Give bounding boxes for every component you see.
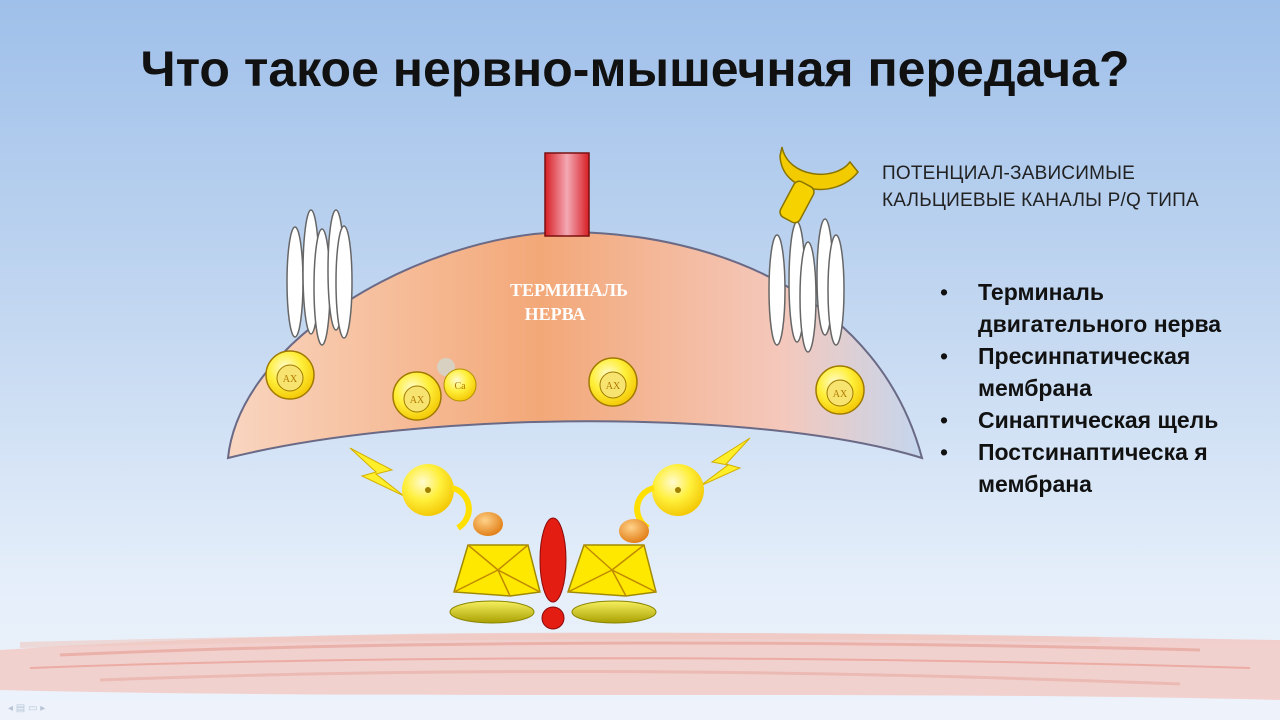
muscle-fiber-band [0,632,1280,700]
ach-vesicle: АХ [815,365,865,415]
ach-receptor-left [449,544,541,624]
calcium-channel-callout: ПОТЕНЦИАЛ-ЗАВИСИМЫЕ КАЛЬЦИЕВЫЕ КАНАЛЫ P/… [882,160,1262,214]
postsynaptic-red-channel [539,517,567,630]
orange-molecule [473,512,503,536]
right-ion-channel [768,218,845,353]
bullet-item: Синаптическая щель [940,404,1260,436]
slide-title: Что такое нервно-мышечная передача? [140,41,1130,97]
left-ion-channel [286,209,353,346]
bullet-list: Терминаль двигательного нерва Пресинпати… [940,276,1260,500]
ach-molecule-left [402,464,472,531]
calcium-ion: Ca [437,358,477,402]
bullet-item: Пресинпатическая мембрана [940,340,1260,404]
bullet-item: Постсинаптическа я мембрана [940,436,1260,500]
svg-text:АХ: АХ [606,381,621,392]
slide-nav-icons[interactable]: ◂ ▤ ▭ ▸ [8,703,46,714]
terminal-label-line2: НЕРВА [525,304,586,324]
top-red-receptor [544,152,590,237]
ach-molecule-right [634,464,704,531]
bullet-item: Терминаль двигательного нерва [940,276,1260,340]
callout-line-2: КАЛЬЦИЕВЫЕ КАНАЛЫ P/Q ТИПА [882,190,1199,211]
ach-vesicle: АХ [265,350,315,400]
svg-text:АХ: АХ [833,389,848,400]
svg-text:Ca: Ca [454,381,466,392]
ach-vesicle: АХ [588,357,638,407]
ach-vesicle: АХ [392,371,442,421]
terminal-label-line1: ТЕРМИНАЛЬ [510,280,628,300]
ach-receptor-right [566,544,657,624]
svg-text:АХ: АХ [410,395,425,406]
lightning-bolt-left-icon [349,447,405,497]
svg-text:АХ: АХ [283,374,298,385]
callout-line-1: ПОТЕНЦИАЛ-ЗАВИСИМЫЕ [882,163,1136,184]
lightning-bolt-right-icon [699,437,751,487]
orange-molecule [619,519,649,543]
calcium-channel-icon [779,146,859,224]
